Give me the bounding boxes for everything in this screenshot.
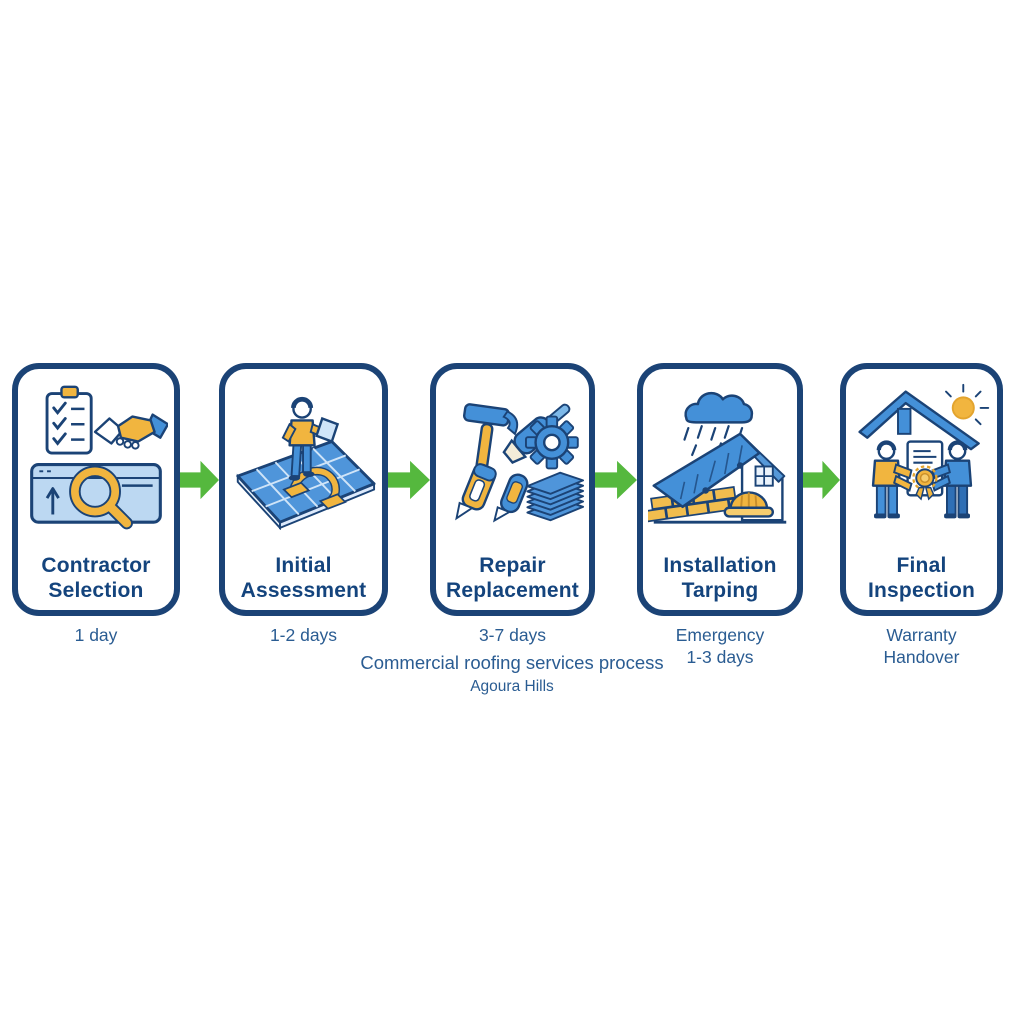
arrow-right-icon	[803, 457, 840, 503]
arrow-right-icon	[180, 457, 219, 503]
tools-and-shingles-icon	[436, 375, 589, 533]
inspector-on-roof-icon	[225, 375, 382, 533]
step-duration: 1 day	[74, 625, 118, 645]
caption-subtitle: Agoura Hills	[470, 678, 554, 695]
checklist-handshake-search-icon	[18, 375, 174, 533]
arrow-right-icon	[595, 457, 637, 503]
diagram-caption: Commercial roofing services process Agou…	[0, 651, 1024, 697]
rain-tarp-house-icon	[643, 375, 797, 533]
certificate-handover-icon	[846, 375, 997, 533]
arrow-right-icon	[388, 457, 430, 503]
step-duration: 1-2 days	[269, 625, 338, 645]
caption-title: Commercial roofing services process	[360, 652, 664, 673]
step-duration: 3-7 days	[478, 625, 547, 645]
